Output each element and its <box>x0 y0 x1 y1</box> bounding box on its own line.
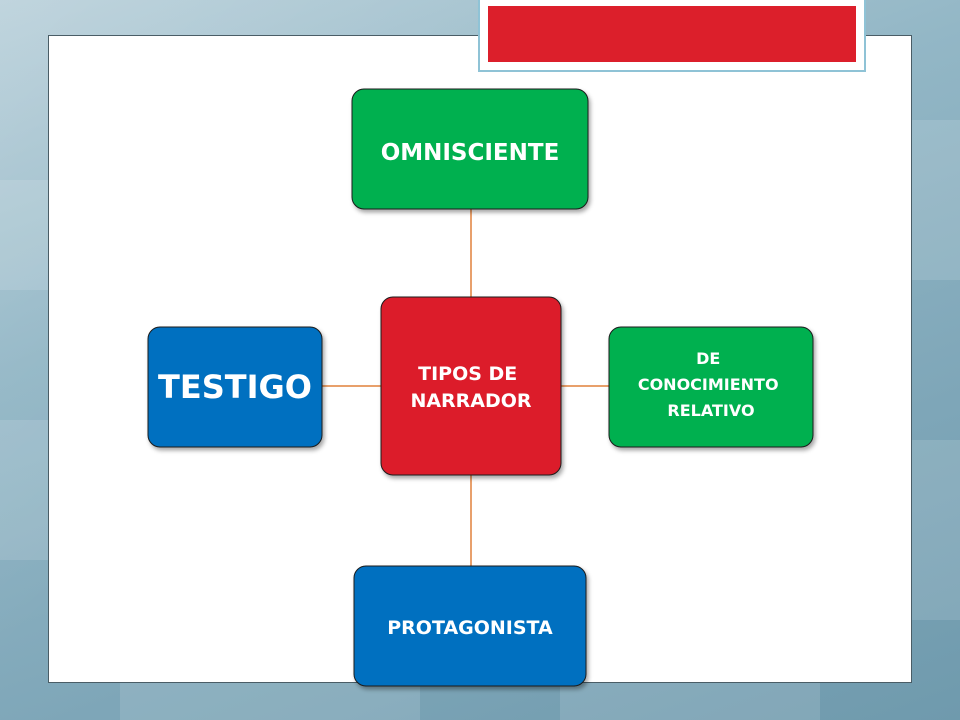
title-bar-fill <box>488 6 856 62</box>
background-shape <box>912 440 960 620</box>
node-top-box <box>351 88 589 210</box>
node-left-box <box>147 326 323 448</box>
background-shape <box>0 180 48 290</box>
connector-lines <box>321 208 609 566</box>
node-bottom-label: PROTAGONISTA <box>387 617 553 639</box>
background-shape <box>912 120 960 280</box>
background-shape <box>120 683 420 720</box>
node-top[interactable]: OMNISCIENTE <box>351 88 589 210</box>
title-placeholder[interactable] <box>478 0 866 72</box>
node-right[interactable]: DE CONOCIMIENTO RELATIVO <box>608 326 814 448</box>
node-center[interactable]: TIPOS DE NARRADOR <box>380 296 562 476</box>
node-left[interactable]: TESTIGO <box>147 326 323 448</box>
node-center-label: TIPOS DE NARRADOR <box>410 363 531 412</box>
node-right-label: DE CONOCIMIENTO RELATIVO <box>638 349 784 420</box>
background-shape <box>560 683 820 720</box>
node-bottom[interactable]: PROTAGONISTA <box>353 565 587 687</box>
node-right-box <box>608 326 814 448</box>
node-left-label: TESTIGO <box>158 368 312 406</box>
background-shape <box>0 420 48 560</box>
node-center-box <box>380 296 562 476</box>
node-bottom-box <box>353 565 587 687</box>
node-top-label: OMNISCIENTE <box>381 140 560 166</box>
